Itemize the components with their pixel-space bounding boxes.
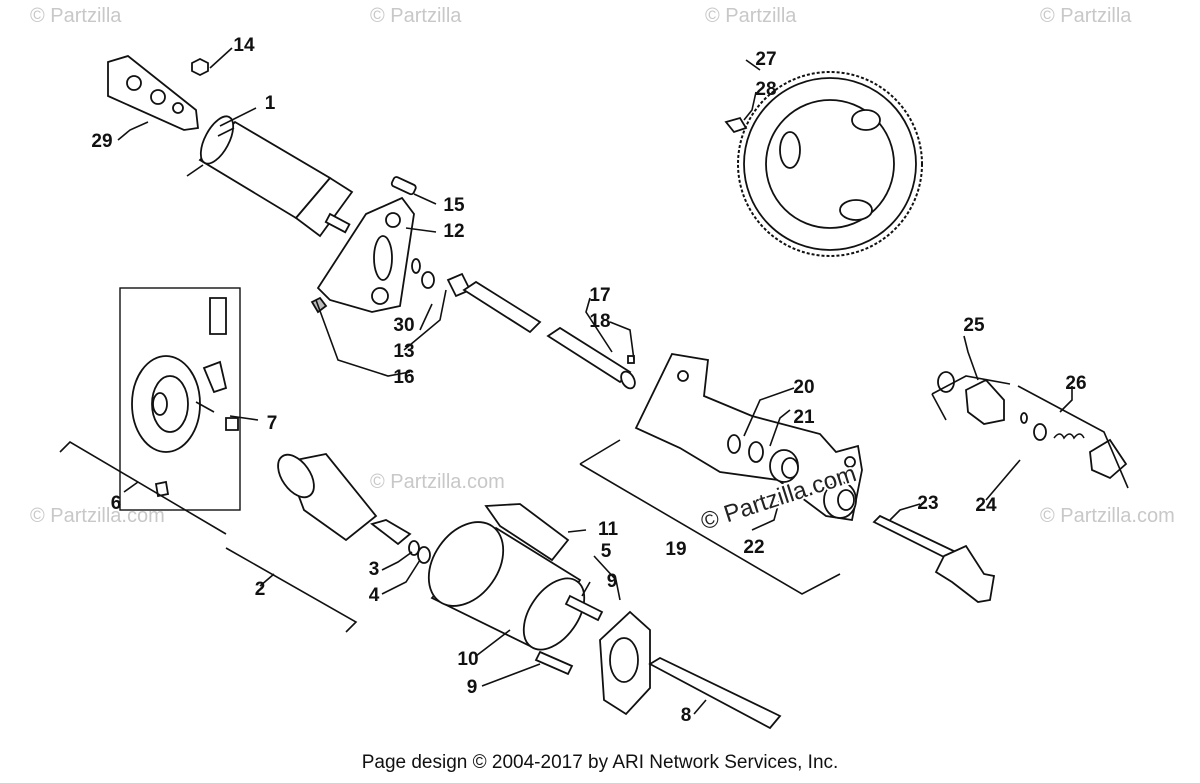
housing-19 [634, 353, 863, 522]
watermark-top-left: © Partzilla [30, 5, 122, 27]
watermark-top-right: © Partzilla [1040, 5, 1132, 27]
callout-20[interactable]: 20 [793, 377, 814, 398]
watermark-top-3: © Partzilla [705, 5, 797, 27]
callout-10[interactable]: 10 [457, 649, 478, 670]
drive-assembly-25-26 [937, 371, 1128, 480]
callout-12[interactable]: 12 [443, 221, 464, 242]
watermark-layer: © Partzilla © Partzilla © Partzilla © Pa… [30, 5, 1175, 527]
shield-11 [484, 503, 570, 562]
callout-24[interactable]: 24 [975, 495, 997, 516]
callout-6[interactable]: 6 [111, 493, 122, 514]
callout-11[interactable]: 11 [598, 519, 619, 540]
callout-14[interactable]: 14 [233, 35, 255, 56]
watermark-top-2: © Partzilla [370, 5, 462, 27]
callout-5[interactable]: 5 [601, 541, 612, 562]
callout-9-lower[interactable]: 9 [467, 677, 478, 698]
callout-28[interactable]: 28 [755, 79, 776, 100]
callout-15[interactable]: 15 [443, 195, 465, 216]
callout-27[interactable]: 27 [755, 49, 776, 70]
shaft-23 [872, 514, 996, 603]
callout-29[interactable]: 29 [91, 131, 112, 152]
end-cap-5 [534, 594, 782, 730]
callout-4[interactable]: 4 [369, 585, 380, 606]
ring-gear-27 [724, 71, 923, 257]
callout-9-upper[interactable]: 9 [607, 571, 618, 592]
callout-18[interactable]: 18 [589, 311, 610, 332]
callout-1[interactable]: 1 [265, 93, 276, 114]
callout-labels: 1 2 3 4 5 6 7 8 9 9 10 11 12 13 14 15 16… [91, 35, 1086, 726]
watermark-mid-left: © Partzilla.com [30, 505, 165, 527]
callout-17[interactable]: 17 [589, 285, 610, 306]
page-footer: Page design © 2004-2017 by ARI Network S… [361, 752, 839, 773]
watermark-mid-2: © Partzilla.com [370, 471, 505, 493]
callout-19[interactable]: 19 [665, 539, 686, 560]
armature-2 [277, 453, 431, 564]
starter-motor-1 [186, 115, 354, 238]
callout-23[interactable]: 23 [917, 493, 938, 514]
callout-7[interactable]: 7 [267, 413, 278, 434]
mount-bracket-12 [310, 176, 435, 314]
callout-13[interactable]: 13 [393, 341, 414, 362]
callout-25[interactable]: 25 [963, 315, 985, 336]
frame-10 [427, 521, 586, 651]
group-lines [59, 375, 1129, 633]
bracket-29 [107, 55, 209, 131]
callout-30[interactable]: 30 [393, 315, 414, 336]
callout-22[interactable]: 22 [743, 537, 764, 558]
callout-8[interactable]: 8 [681, 705, 692, 726]
watermark-mid-right: © Partzilla.com [1040, 505, 1175, 527]
callout-3[interactable]: 3 [369, 559, 380, 580]
callout-21[interactable]: 21 [793, 407, 815, 428]
leader-lines [117, 47, 1073, 715]
brush-plate-6 [119, 287, 241, 511]
callout-26[interactable]: 26 [1065, 373, 1086, 394]
shaft-17 [446, 272, 636, 390]
callout-2[interactable]: 2 [255, 579, 266, 600]
callout-16[interactable]: 16 [393, 367, 414, 388]
